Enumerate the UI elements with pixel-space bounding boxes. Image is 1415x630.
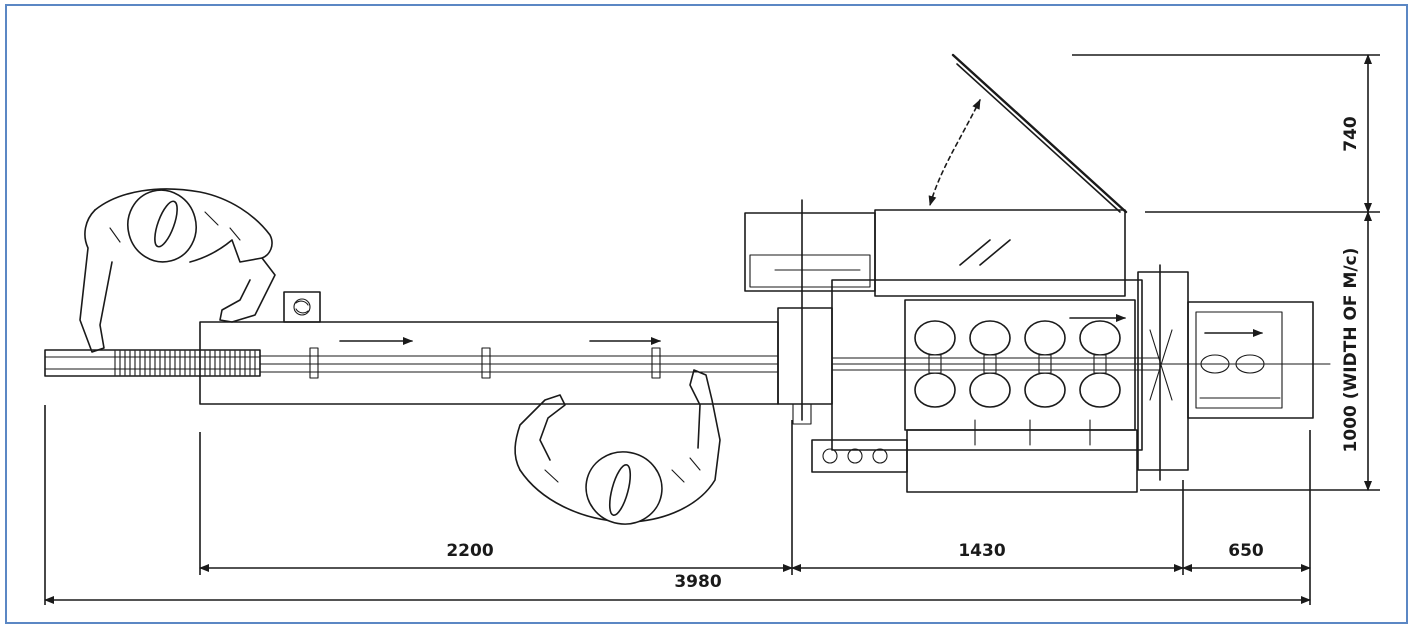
dimension-1000-width: 1000 (WIDTH OF M/c) bbox=[1341, 248, 1361, 453]
dimension-1430: 1430 bbox=[958, 541, 1005, 561]
infeed-bar bbox=[44, 349, 261, 377]
dimension-650: 650 bbox=[1228, 541, 1264, 561]
feed-table bbox=[199, 291, 779, 405]
machine-body bbox=[744, 53, 1331, 493]
dimension-lines bbox=[44, 54, 1380, 605]
dimension-740: 740 bbox=[1341, 116, 1361, 152]
dimension-3980: 3980 bbox=[674, 572, 721, 592]
diagram-frame bbox=[5, 4, 1408, 624]
operator-top-left bbox=[79, 188, 276, 353]
dimension-2200: 2200 bbox=[446, 541, 493, 561]
operator-bottom-center bbox=[514, 369, 721, 525]
